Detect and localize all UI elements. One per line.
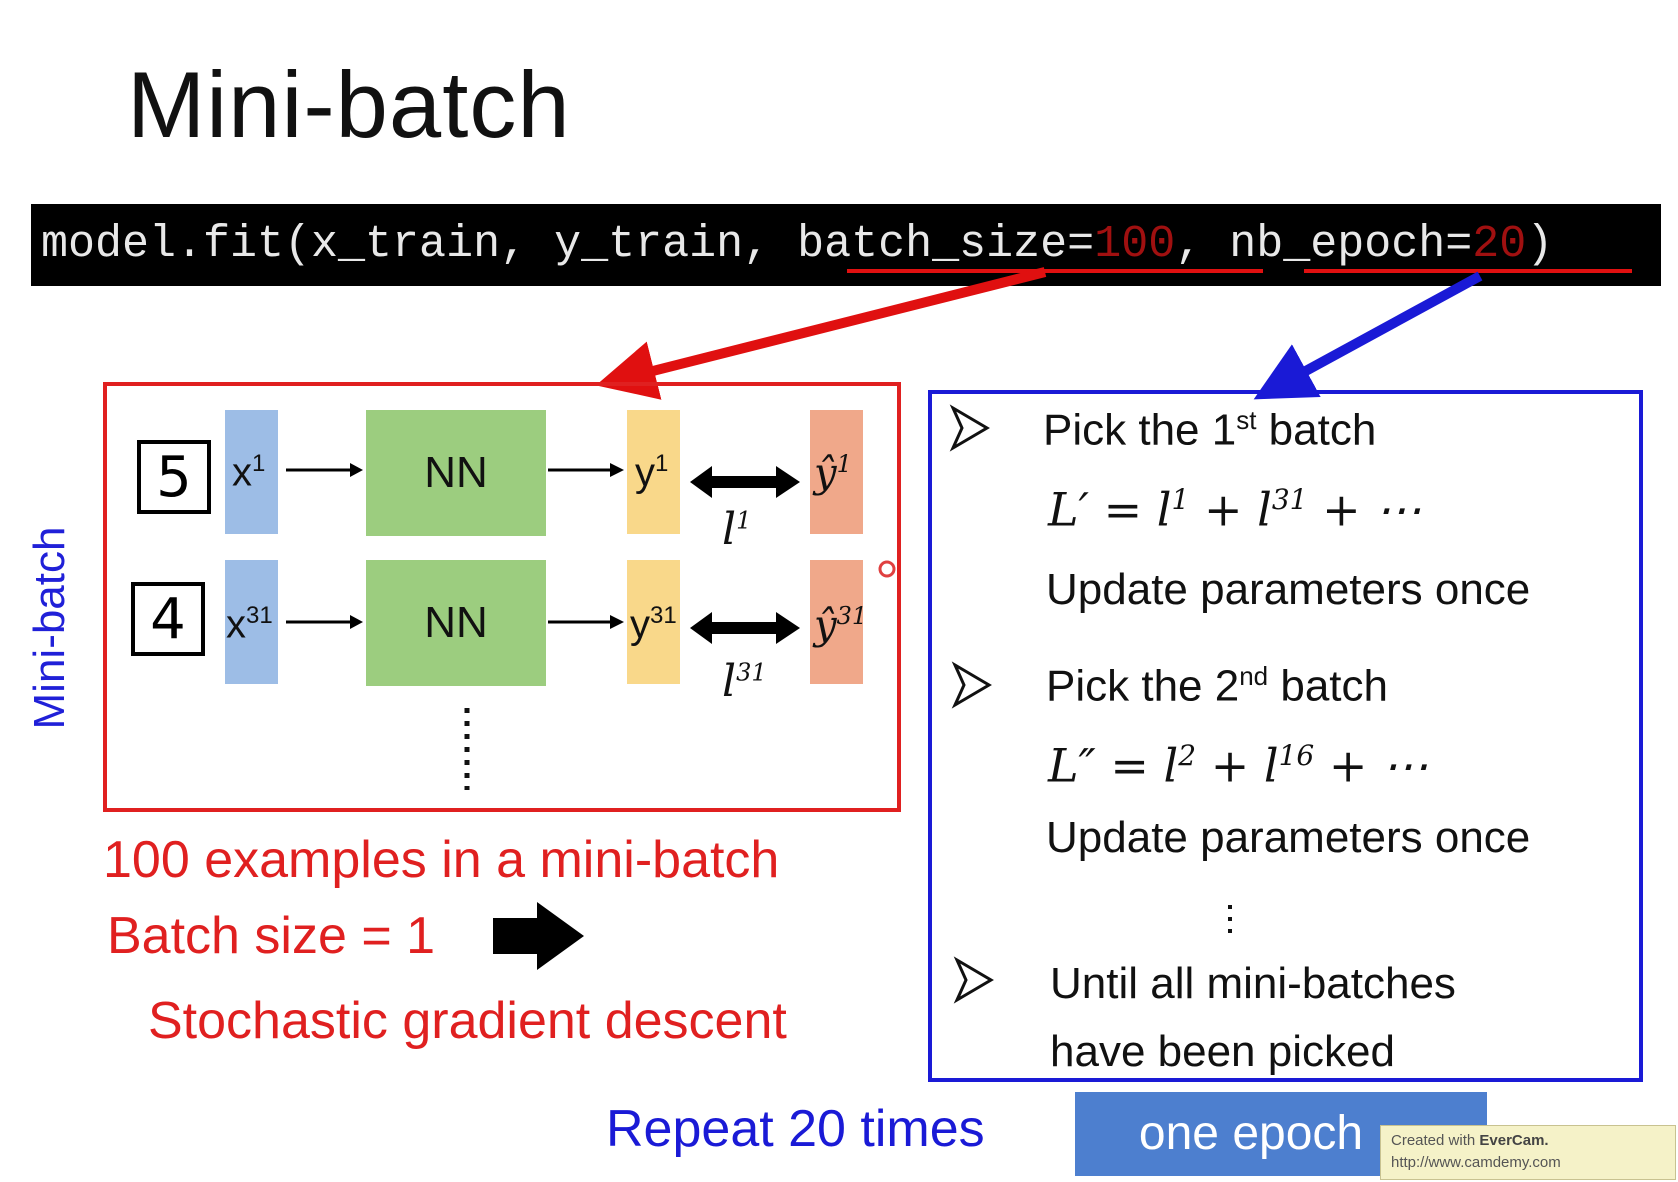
digit-image-five: 5 [137,440,211,514]
target-yhat31-label: ŷ31 [814,602,868,649]
until-all-picked-line-1: Until all mini-batches [1050,959,1456,1008]
target-yhat1-label: ŷ1 [814,450,852,497]
code-batch-key: batch_size= [797,219,1095,270]
implies-arrow-icon [493,902,584,970]
code-sep: , [1175,219,1230,270]
bullet-arrow-2-icon [951,661,992,709]
batch-size-underline [847,269,1263,273]
code-prefix: model.fit(x_train, y_train, [41,219,798,270]
loss-l1-label: l1 [722,504,752,555]
nn-box-2: NN [366,560,546,686]
pick-first-batch-text: Pick the 1st batch [1043,405,1377,455]
input-x1-label: x1 [232,450,266,495]
output-y1-label: y1 [635,450,669,495]
red-arrow [595,267,1047,400]
repeat-times-text: Repeat 20 times [606,1100,985,1158]
sgd-text: Stochastic gradient descent [148,992,787,1050]
evercam-watermark: Created with EverCam. http://www.camdemy… [1380,1125,1676,1180]
examples-in-batch-text: 100 examples in a mini-batch [103,831,780,889]
pointer-dot [878,560,896,578]
pick-second-batch-text: Pick the 2nd batch [1046,661,1389,711]
update-params-text-1: Update parameters once [1046,565,1531,614]
input-x1-box [225,410,278,534]
loss-l31-label: l31 [722,656,767,707]
output-y31-label: y31 [630,602,677,647]
until-all-picked-line-2: have been picked [1050,1027,1395,1076]
epoch-steps-box [928,390,1643,1082]
blue-arrow [1253,271,1483,400]
output-y1-box [627,410,680,534]
nn-to-y31-arrowhead [610,615,624,629]
y1-yhat1-left-head [690,466,712,498]
bullet-arrow-3-icon [953,956,994,1004]
batch-size-one-text: Batch size = 1 [107,907,436,965]
slide-title: Mini-batch [127,52,571,157]
mini-batch-side-label: Mini-batch [25,526,74,730]
output-y31-box [627,560,680,684]
code-batch-value: 100 [1094,219,1176,270]
x31-to-nn-arrowhead [350,615,363,629]
loss-equation-2: L″ = l2 + l16 + ⋯ [1048,738,1429,793]
x1-to-nn-arrowhead [350,463,363,477]
nn-box-1: NN [366,410,546,536]
loss-equation-1: L′ = l1 + l31 + ⋯ [1048,482,1422,537]
code-suffix: ) [1526,219,1554,270]
code-epoch-key: nb_epoch= [1229,219,1473,270]
code-epoch-value: 20 [1472,219,1527,270]
update-params-text-2: Update parameters once [1046,813,1531,862]
nb-epoch-underline [1304,269,1632,273]
target-yhat1-box [810,410,863,534]
input-x31-box [225,560,278,684]
target-yhat31-box [810,560,863,684]
y31-yhat31-right-head [776,612,800,644]
bullet-arrow-1-icon [949,404,990,452]
y1-yhat1-right-head [776,466,800,498]
code-snippet: model.fit(x_train, y_train, batch_size=1… [31,204,1661,286]
digit-image-four: 4 [131,582,205,656]
nn-to-y1-arrowhead [610,463,624,477]
y31-yhat31-left-head [690,612,712,644]
input-x31-label: x31 [226,602,273,647]
mini-batch-box [103,382,901,812]
